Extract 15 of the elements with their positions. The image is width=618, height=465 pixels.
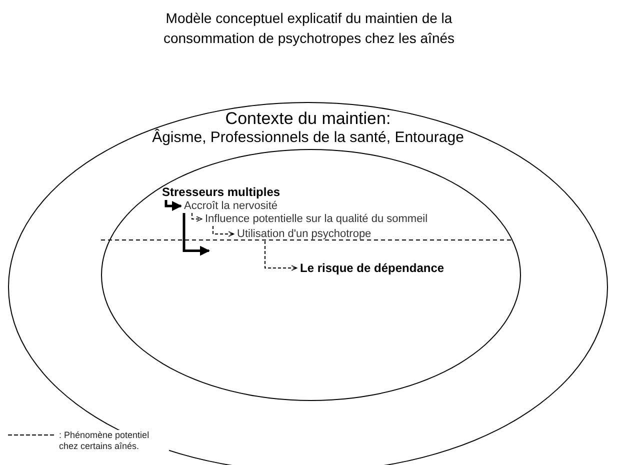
- diagram-title: Modèle conceptuel explicatif du maintien de la consommation de psychotropes chez les aînés: [162, 9, 456, 48]
- node-text: Le risque de dépendance: [300, 261, 444, 275]
- context-factors: Âgisme, Professionnels de la santé, Entourage: [151, 129, 465, 146]
- arrow: [164, 200, 182, 211]
- arrow: [212, 226, 234, 237]
- arrow: [192, 212, 202, 222]
- node-text: Influence potentielle sur la qualité du sommeil: [205, 213, 428, 225]
- inner-ellipse: [101, 149, 521, 401]
- node-text: Utilisation d'un psychotrope: [237, 228, 372, 240]
- arrow: [264, 240, 298, 271]
- arrow: [182, 213, 210, 256]
- legend-text: : Phénomène potentiel chez certains aînés.: [59, 430, 169, 452]
- node-text: Accroît la nervosité: [184, 200, 278, 212]
- node-text: Stresseurs multiples: [162, 185, 280, 199]
- context-heading: Contexte du maintien:: [224, 109, 392, 129]
